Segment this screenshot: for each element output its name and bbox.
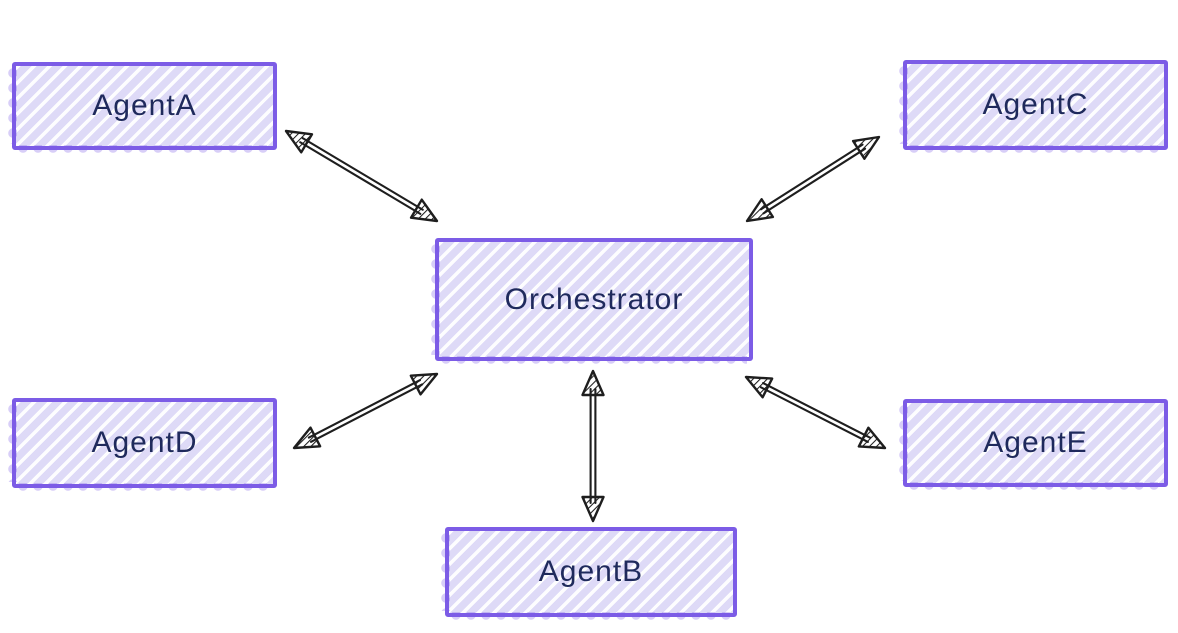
node-agent-e: AgentE [898, 399, 1168, 492]
node-agent-d: AgentD [7, 398, 277, 493]
edge-agent-a-orchestrator [284, 129, 439, 223]
node-agent-c: AgentC [898, 60, 1168, 155]
edge-agent-d-orchestrator [292, 372, 439, 450]
node-agent-c-label: AgentC [982, 88, 1089, 121]
node-agent-a: AgentA [7, 62, 277, 155]
node-orchestrator-label: Orchestrator [504, 282, 684, 316]
node-agent-b-label: AgentB [538, 555, 644, 588]
node-agent-b: AgentB [440, 527, 737, 622]
node-agent-a-label: AgentA [92, 89, 197, 122]
edge-agent-e-orchestrator [744, 375, 887, 450]
node-orchestrator: Orchestrator [430, 238, 753, 366]
edge-agent-b-orchestrator [581, 369, 605, 523]
edge-agent-c-orchestrator [745, 135, 881, 223]
node-agent-d-label: AgentD [91, 426, 198, 459]
node-agent-e-label: AgentE [983, 426, 1088, 459]
